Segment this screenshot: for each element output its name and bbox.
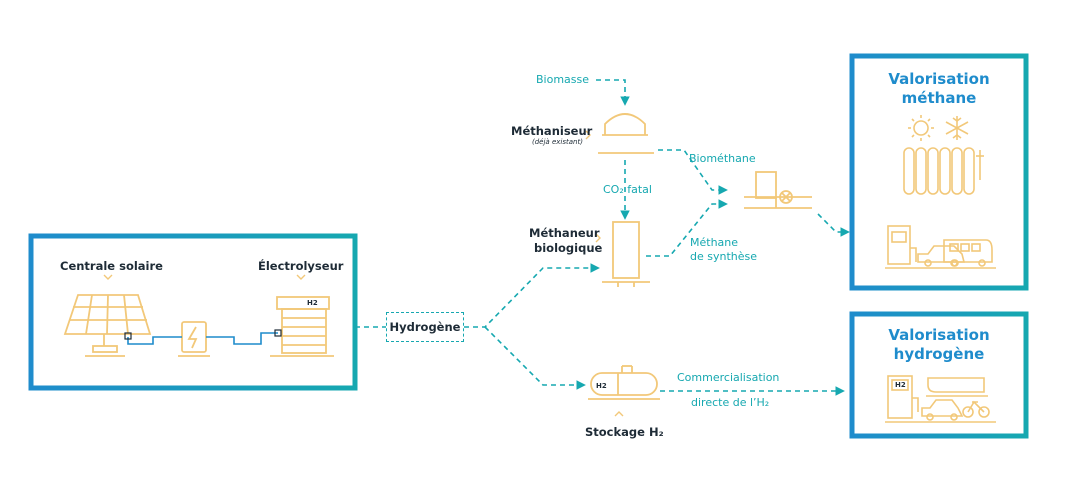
flow-biomasse-digester bbox=[596, 79, 630, 106]
solar-plant-label: Centrale solaire bbox=[60, 259, 163, 273]
train-icon bbox=[926, 377, 988, 397]
chevron-right-icon bbox=[595, 233, 601, 243]
cable-connector bbox=[124, 332, 132, 340]
flow-hub-methaneur bbox=[464, 263, 600, 328]
co2-fatal-label: CO₂ fatal bbox=[603, 183, 652, 196]
hydrogen-station-icon bbox=[887, 375, 919, 419]
snowflake-icon bbox=[945, 116, 969, 140]
hydrogen-tank-icon bbox=[588, 365, 660, 400]
stockage-label: Stockage H₂ bbox=[585, 425, 664, 439]
valorisation-hydrogene-title: Valorisation hydrogène bbox=[852, 326, 1026, 364]
valorisation-methane-title: Valorisation méthane bbox=[852, 70, 1026, 108]
chevron-down-icon bbox=[296, 274, 306, 280]
flow-hub-storage bbox=[484, 326, 586, 390]
valorisation-hydrogene-frame bbox=[849, 311, 1029, 439]
valorisation-hydrogene-title-line2: hydrogène bbox=[893, 345, 985, 363]
biomasse-label: Biomasse bbox=[536, 73, 590, 86]
bioreactor-icon bbox=[602, 221, 650, 287]
tank-h2-tag: H2 bbox=[596, 382, 607, 390]
valorisation-methane-title-line1: Valorisation bbox=[888, 70, 990, 88]
bicycle-icon bbox=[962, 400, 990, 418]
chevron-down-icon bbox=[103, 274, 113, 280]
solar-electrolyser-frame bbox=[28, 233, 358, 391]
sun-icon bbox=[908, 115, 934, 141]
inverter-icon bbox=[178, 321, 210, 357]
biomethane-label: Biométhane bbox=[689, 152, 756, 165]
methaneur-label-line1: Méthaneur bbox=[529, 226, 600, 240]
electrolyser-h2-tag: H2 bbox=[307, 299, 318, 307]
radiator-icon bbox=[903, 147, 984, 195]
electrolyser-icon bbox=[270, 296, 334, 357]
commercialisation-line1: Commercialisation bbox=[677, 371, 780, 384]
electrolyser-label: Électrolyseur bbox=[258, 259, 344, 273]
chevron-up-icon bbox=[614, 411, 624, 417]
chevron-right-icon bbox=[585, 130, 591, 140]
solar-panel-icon bbox=[63, 294, 152, 357]
methaniseur-label: Méthaniseur bbox=[511, 124, 593, 138]
valorisation-hydrogene-title-line1: Valorisation bbox=[888, 326, 990, 344]
methaneur-label-line2: biologique bbox=[534, 241, 603, 255]
methaniseur-note: (déjà existant) bbox=[532, 138, 583, 146]
valorisation-methane-title-line2: méthane bbox=[901, 89, 977, 107]
digester-icon bbox=[598, 113, 654, 154]
charging-station-icon bbox=[887, 225, 917, 265]
valorisation-methane-frame bbox=[849, 53, 1029, 291]
gas-injection-icon bbox=[744, 171, 812, 209]
flow-gas-valorisation bbox=[817, 213, 850, 237]
flow-biomethane bbox=[658, 149, 728, 195]
commercialisation-line2: directe de l’H₂ bbox=[691, 396, 770, 409]
cable-connector bbox=[274, 329, 282, 337]
car-icon bbox=[921, 399, 964, 421]
station-h2-tag: H2 bbox=[895, 381, 906, 389]
methane-synthese-line2: de synthèse bbox=[690, 250, 758, 263]
power-cable bbox=[127, 332, 278, 345]
car-icon bbox=[917, 245, 966, 267]
flow-methane-synth bbox=[646, 199, 728, 257]
hydrogen-hub: Hydrogène bbox=[386, 312, 464, 342]
methane-synthese-line1: Méthane bbox=[690, 236, 739, 249]
